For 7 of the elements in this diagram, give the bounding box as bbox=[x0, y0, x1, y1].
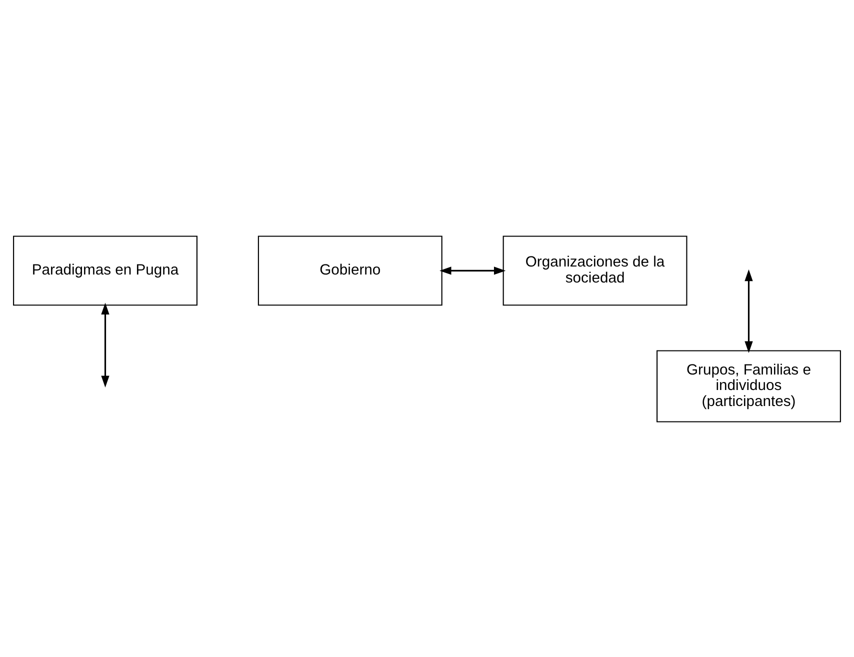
arrow bbox=[440, 266, 506, 274]
arrow bbox=[101, 302, 110, 387]
node-box: Grupos, Familias e individuos (participantes) bbox=[656, 350, 841, 422]
arrow bbox=[744, 268, 753, 352]
node-box: Organizaciones de la sociedad bbox=[502, 235, 688, 306]
node-box: Paradigmas en Pugna bbox=[13, 235, 198, 306]
node-box: Gobierno bbox=[258, 235, 442, 306]
